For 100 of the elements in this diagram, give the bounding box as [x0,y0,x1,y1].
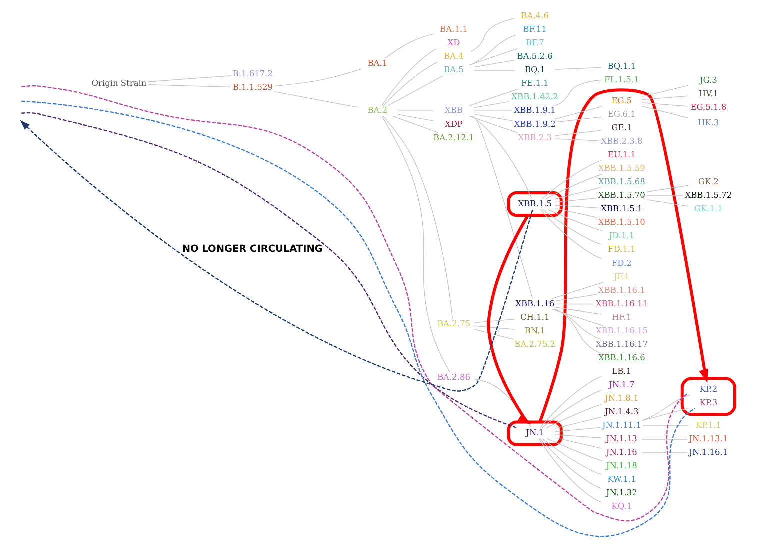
node-text: JN.1.8.1 [604,393,638,403]
node-text: JN.1.13.1 [688,434,728,444]
node-text: EU.1.1 [607,150,636,160]
node-text: EG.5 [611,95,632,106]
node-text: LB.1 [612,366,632,376]
node-text: XBB.1.5.68 [598,176,645,187]
connector [540,209,602,260]
node-text: XBB.2.3 [518,132,552,142]
node-text: BA.5 [444,64,464,75]
connector [387,75,444,106]
connector [541,390,602,428]
cluster [506,192,562,218]
node-text: KP.3 [699,398,718,408]
node-text: FE.1.1 [520,78,548,88]
node-text: B.1.1.529 [232,82,273,92]
connector [392,116,438,134]
node-text: XBB [444,105,462,116]
node-text: JN.1.4.3 [604,406,638,417]
node-text: BN.1 [524,325,545,336]
connector [554,309,601,340]
node-text: XBB.1.5.72 [684,190,732,200]
node-text: XBB.1.5.70 [598,190,645,200]
node-text: XDP [444,118,462,129]
connector [384,34,434,59]
node-text: GK.1.1 [694,204,722,214]
connector [472,116,533,300]
connector [554,106,602,120]
node-text: BA.2.86 [436,372,470,382]
node-text: BA.5.2.6 [516,51,552,62]
connector [641,106,688,118]
node-text: BF.7 [525,38,544,48]
node-text: BQ.1 [524,64,545,75]
connector [554,208,597,218]
connector [474,60,514,68]
connector [382,116,453,320]
node-text: CH.1.1 [520,312,550,322]
node-text: JN.1 [526,428,544,438]
connector [641,102,688,107]
connector [641,85,688,98]
node-text: KQ.1 [611,501,632,512]
node-text: FD.2 [611,258,632,268]
node-text: XBB.1.5.1 [600,204,642,214]
node-text: KP.1.1 [695,420,722,430]
connector [554,438,602,449]
node-text: JN.1.16 [606,447,637,458]
node-text: XBB.1.5 [518,198,552,208]
connector [554,434,602,438]
node-text: XBB.1.42.2 [511,92,558,102]
node-text: XBB.1.16.6 [598,352,645,362]
node-text: JD.1.1 [608,230,634,241]
connector [468,88,518,106]
connector [554,187,600,200]
connector [397,110,434,112]
node-text: BA.2.75 [436,318,470,329]
connector [474,319,514,324]
node-text: XBB.1.16.11 [595,298,648,308]
node-text: JN.1.16.1 [688,447,728,458]
connector [542,438,602,476]
node-text: JN.1.7 [608,379,634,390]
node-text: JN.1.13 [606,434,637,444]
node-text: KW.1.1 [607,474,636,484]
connector [555,307,602,315]
arrow [538,88,708,423]
node-text: BA.1.1 [440,24,468,34]
connector [554,80,602,106]
node-text: HK.3 [698,117,719,128]
connector [554,138,600,142]
cluster [680,377,736,416]
connector [474,70,514,71]
connector [470,116,532,200]
node-text: EG.5.1.8 [690,102,726,112]
node-text: XD [447,38,460,48]
connector [474,110,512,112]
node-text: KP.2 [699,384,718,394]
node-text: FD.1.1 [608,244,636,254]
connector [554,198,596,203]
connector [540,376,602,428]
connector [538,438,602,503]
node-text: GK.2 [698,176,718,187]
cluster [506,420,562,446]
node-text: B.1.617.2 [232,68,273,78]
connector [546,438,603,462]
node-text: XBB.1.5.10 [598,217,645,228]
node-text: BA.4.6 [520,10,548,21]
connector [274,68,362,87]
connector [274,91,358,108]
connector [555,309,600,354]
node-text: XBB.1.16.15 [595,325,648,336]
connector [641,394,690,421]
connector [474,326,514,330]
connector [556,116,602,122]
connector [474,114,512,122]
connector [646,185,688,193]
connector [397,114,434,122]
connector [381,48,437,106]
node-text: JN.1.18 [606,460,637,471]
connector [641,439,688,440]
connector [468,48,518,66]
node-text: EG.6.1 [607,108,636,119]
connector [555,304,594,305]
